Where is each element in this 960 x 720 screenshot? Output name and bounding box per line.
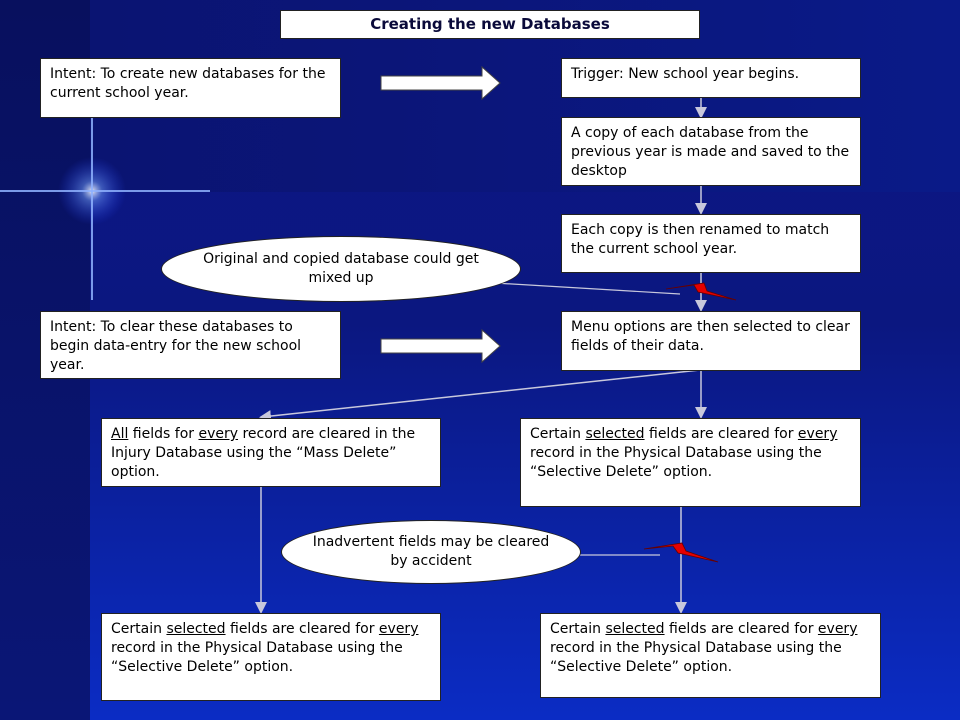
lightning-icon: [665, 282, 737, 301]
result-left-word-selected: selected: [166, 621, 226, 637]
sparkle-icon: [0, 110, 210, 300]
connector-risk1: [477, 281, 681, 295]
result-right-text-2: record in the Physical Database using th…: [550, 640, 842, 675]
mass-delete-text-2: record are cleared in the Injury Databas…: [111, 426, 416, 480]
right-arrow-icon: [380, 65, 501, 101]
diagram-title: Creating the new Databases: [280, 10, 700, 39]
mass-delete-text-1: fields for: [128, 426, 199, 442]
selective-text-1: fields are cleared for: [644, 426, 798, 442]
mass-delete-box: All fields for every record are cleared …: [101, 418, 441, 487]
intent-create-text: Intent: To create new databases for the …: [50, 66, 326, 101]
selective-delete-box: Certain selected fields are cleared for …: [520, 418, 861, 507]
result-right-word-selected: selected: [605, 621, 665, 637]
result-right-word-every: every: [817, 621, 858, 637]
connector-menu-massdelete: [259, 369, 701, 423]
rename-text: Each copy is then renamed to match the c…: [571, 222, 830, 257]
intent-create-box: Intent: To create new databases for the …: [40, 58, 341, 118]
copy-box: A copy of each database from the previou…: [561, 117, 861, 186]
result-left-text-1: fields are cleared for: [225, 621, 379, 637]
risk-mixup-text: Original and copied database could get m…: [203, 251, 479, 286]
selective-word-every: every: [797, 426, 838, 442]
result-right-text-0: Certain: [550, 621, 606, 637]
intent-clear-text: Intent: To clear these databases to begi…: [50, 319, 302, 373]
result-left-box: Certain selected fields are cleared for …: [101, 613, 441, 701]
mass-delete-word-all: All: [111, 426, 129, 442]
result-left-text-0: Certain: [111, 621, 167, 637]
intent-clear-box: Intent: To clear these databases to begi…: [40, 311, 341, 379]
mass-delete-word-every: every: [198, 426, 239, 442]
selective-text-0: Certain: [530, 426, 586, 442]
trigger-box: Trigger: New school year begins.: [561, 58, 861, 98]
result-right-text-1: fields are cleared for: [664, 621, 818, 637]
lightning-icon: [643, 542, 719, 563]
menu-options-text: Menu options are then selected to clear …: [571, 319, 850, 354]
copy-text: A copy of each database from the previou…: [571, 125, 850, 179]
selective-text-2: record in the Physical Database using th…: [530, 445, 822, 480]
menu-options-box: Menu options are then selected to clear …: [561, 311, 861, 371]
trigger-text: Trigger: New school year begins.: [571, 66, 800, 82]
result-left-word-every: every: [378, 621, 419, 637]
result-right-box: Certain selected fields are cleared for …: [540, 613, 881, 698]
rename-box: Each copy is then renamed to match the c…: [561, 214, 861, 273]
risk-mixup-ellipse: Original and copied database could get m…: [161, 236, 521, 302]
risk-inadvertent-ellipse: Inadvertent fields may be cleared by acc…: [281, 520, 581, 584]
selective-word-selected: selected: [585, 426, 645, 442]
right-arrow-icon: [380, 328, 501, 364]
risk-inadvertent-text: Inadvertent fields may be cleared by acc…: [312, 534, 550, 569]
result-left-text-2: record in the Physical Database using th…: [111, 640, 403, 675]
